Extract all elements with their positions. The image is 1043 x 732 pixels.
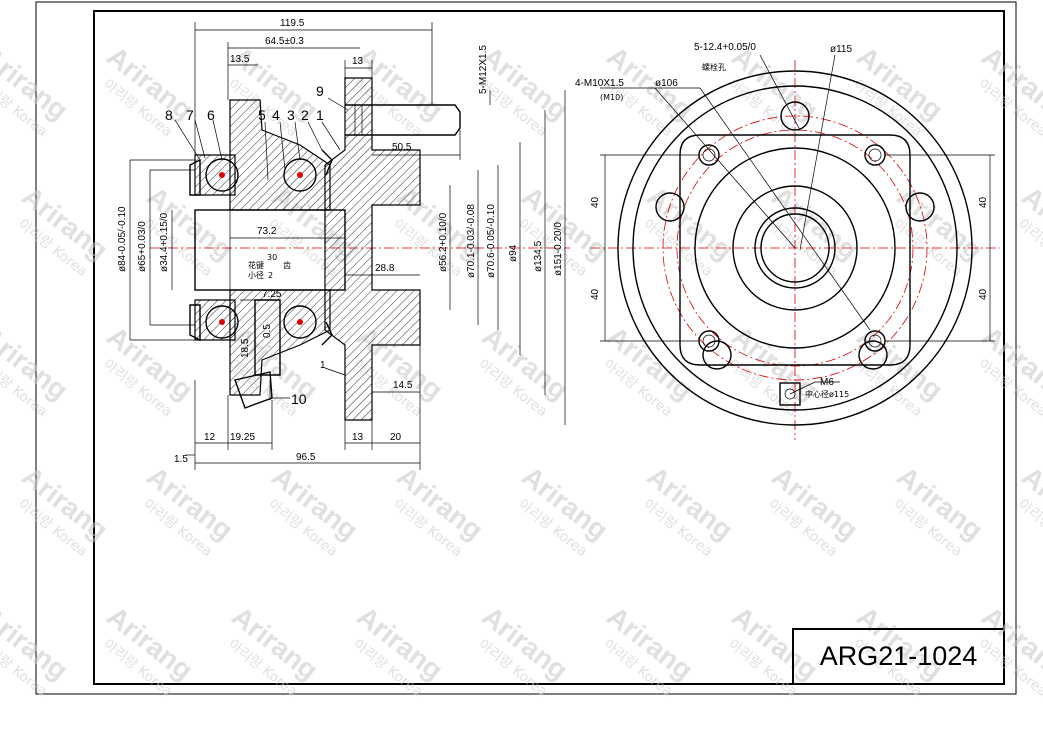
dim-flange-thickness: 13 xyxy=(352,56,364,67)
part-number-9: 9 xyxy=(316,83,324,99)
dim-bottom-96-5: 96.5 xyxy=(296,452,316,463)
label-tapped-holes: 4-M10X1.5 xyxy=(575,78,624,89)
spline-minor-label: 小径 xyxy=(248,270,264,280)
dim-hub-dia-2: ø70.6-0.05/-0.10 xyxy=(486,204,497,278)
outer-frame xyxy=(35,1,1017,695)
part-number-7: 7 xyxy=(186,107,194,123)
dim-sensor-offset: 7.25 xyxy=(262,289,282,300)
dim-outer-ring-dia: ø84-0.05/-0.10 xyxy=(117,206,128,272)
dim-sensor-gap: 0.5 xyxy=(262,324,273,338)
label-bolt-holes: 5-12.4+0.05/0 xyxy=(694,42,756,53)
label-stud-thread: 5-M12X1.5 xyxy=(478,45,489,94)
dim-bottom-1: 1 xyxy=(320,360,326,371)
dim-pilot-length: 28.8 xyxy=(375,263,395,274)
dim-hub-offset: 13.5 xyxy=(230,54,250,65)
part-number-5: 5 xyxy=(258,107,266,123)
spline-teeth-unit: 齿 xyxy=(283,261,291,270)
part-number-8: 8 xyxy=(165,107,173,123)
dim-flange-dia-94: ø94 xyxy=(508,244,519,262)
section-view: 119.5 64.5±0.3 13.5 13 50.5 5-M12X1.5 8 … xyxy=(117,18,570,470)
part-number-2: 2 xyxy=(301,107,309,123)
label-bolt-holes-note: 螺栓孔 xyxy=(702,62,726,72)
spline-teeth-label: 花键 xyxy=(248,260,264,270)
spline-minor-value: 2 xyxy=(268,271,273,280)
dim-stud-length: 50.5 xyxy=(392,142,412,153)
dim-bottom-13: 13 xyxy=(352,432,364,443)
dim-pilot-dia: ø56.2+0.10/0 xyxy=(438,212,449,272)
inner-frame xyxy=(93,10,1005,685)
part-number-10: 10 xyxy=(291,391,307,407)
watermark-korean: 아리랑 Korea xyxy=(1015,496,1043,560)
spline-teeth-count: 30 xyxy=(267,253,277,262)
dim-left-lower-40: 40 xyxy=(590,288,601,300)
dim-bore-length: 73.2 xyxy=(257,226,277,237)
dim-left-upper-40: 40 xyxy=(590,196,601,208)
label-pcd: ø115 xyxy=(830,44,852,55)
part-number-4: 4 xyxy=(272,107,280,123)
dim-bottom-20: 20 xyxy=(390,432,402,443)
dim-flange-step: 14.5 xyxy=(393,380,413,391)
label-sensor-note: 中心径ø115 xyxy=(805,389,849,399)
front-view: 5-12.4+0.05/0 螺栓孔 ø115 4-M10X1.5 (M10) ø… xyxy=(575,42,1000,440)
dim-right-upper-40: 40 xyxy=(978,196,989,208)
dim-bottom-1-5: 1.5 xyxy=(174,454,188,465)
dim-flange-dia-151: ø151-0.20/0 xyxy=(553,222,564,276)
dim-overall-length: 119.5 xyxy=(280,18,305,29)
dim-ring-seat-dia: ø65+0.03/0 xyxy=(137,221,148,272)
dim-flange-dia-134: ø134.5 xyxy=(533,240,544,272)
watermark-korean: 아리랑 Korea xyxy=(1015,216,1043,280)
label-sensor-thread: M6 xyxy=(820,377,834,388)
part-number-3: 3 xyxy=(287,107,295,123)
part-number-6: 6 xyxy=(207,107,215,123)
dim-bore-dia: ø34.4+0.15/0 xyxy=(159,212,170,272)
dim-right-lower-40: 40 xyxy=(978,288,989,300)
dim-hub-length: 64.5±0.3 xyxy=(265,36,304,47)
dim-bottom-19-25: 19.25 xyxy=(230,432,255,443)
dim-bottom-12: 12 xyxy=(204,432,216,443)
part-number-1: 1 xyxy=(316,107,324,123)
label-tapped-pcd: ø106 xyxy=(655,78,678,89)
dim-hub-dia-1: ø70.1-0.03/-0.08 xyxy=(466,204,477,278)
dim-sensor-height: 18.5 xyxy=(240,338,251,358)
title-block: ARG21-1024 xyxy=(792,628,1003,683)
part-number-label: ARG21-1024 xyxy=(819,641,978,671)
label-tapped-holes-sub: (M10) xyxy=(600,93,623,102)
